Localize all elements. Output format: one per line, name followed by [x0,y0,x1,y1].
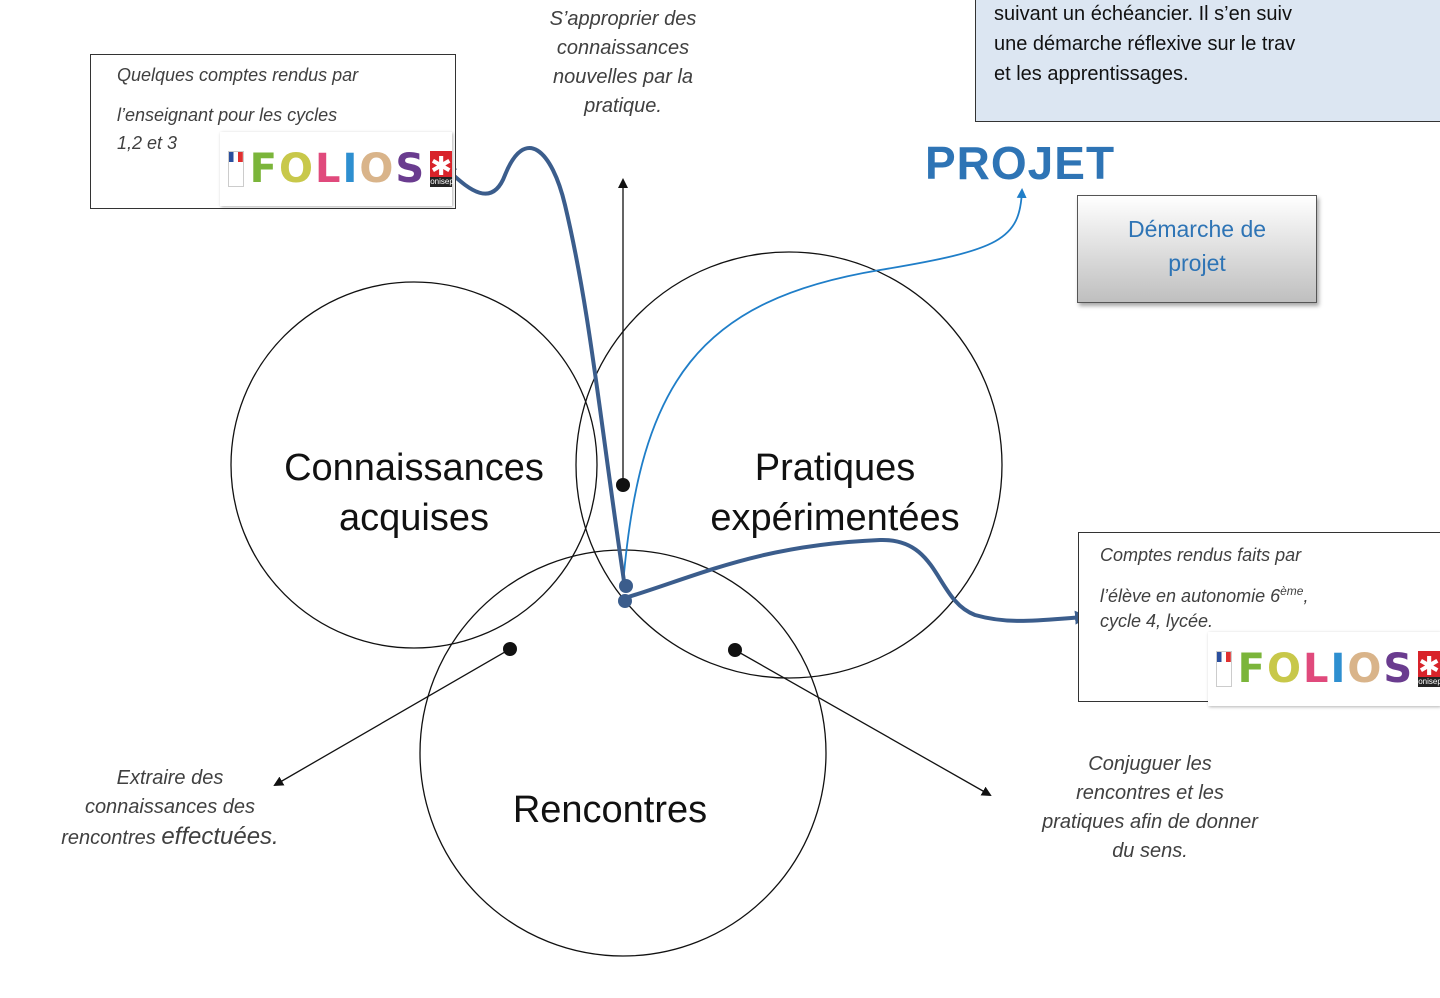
onisep-label: onisep [430,177,454,187]
objectif-line-3: et les apprentissages. [994,63,1189,85]
note-conjuguer-line-3: pratiques afin de donner [1042,811,1258,833]
note-conjuguer-line-2: rencontres et les [1076,782,1224,804]
label-pratiques: Pratiques expérimentées [680,443,990,543]
report-eleve-line-1: Comptes rendus faits par [1100,545,1302,565]
label-rencontres: Rencontres [480,785,740,835]
arrow-to-projet [622,188,1027,586]
note-extraire-line-1: Extraire des [116,767,224,789]
objectif-text-box: suivant un échéancier. Il s’en suiv une … [975,0,1440,122]
dot-extraire [503,642,517,656]
note-extraire-line-2: connaissances des [84,796,256,818]
report-eleve-line-2: l’élève en autonomie 6ème, [1100,577,1308,610]
onisep-icon: ✱onisep [430,151,454,187]
report-enseignant-line-1: Quelques comptes rendus par [117,65,359,85]
note-approprier: S’approprier des connaissances nouvelles… [500,5,746,121]
note-approprier-line-1: S’approprier des [549,8,697,30]
note-conjuguer: Conjuguer les rencontres et les pratique… [990,750,1310,866]
circle-rencontres [419,549,827,957]
demarche-projet-button[interactable]: Démarche de projet [1077,195,1317,303]
label-connaissances: Connaissances acquises [254,443,574,543]
label-connaissances-line-1: Connaissances [284,447,544,489]
center-dot-1 [619,579,633,593]
circle-connaissances [230,281,598,649]
label-pratiques-line-1: Pratiques [754,447,916,489]
note-conjuguer-line-1: Conjuguer les [1088,753,1212,775]
note-extraire-line-3a: rencontres [61,827,162,849]
objectif-line-1: suivant un échéancier. Il s’en suiv [994,3,1292,25]
folios-wordmark: FOLIOS [249,146,427,192]
demarche-line-1: Démarche de [1127,216,1267,242]
note-extraire-emphasis: effectuées. [161,823,279,850]
label-pratiques-line-2: expérimentées [710,497,960,539]
arrow-to-folios-eleve [624,537,1089,625]
triple-intersection [576,550,597,648]
center-dot-2 [618,594,632,608]
note-approprier-line-4: pratique. [584,95,662,117]
report-enseignant-line-2: l’enseignant pour les cycles [117,105,338,125]
objectif-line-2: une démarche réflexive sur le trav [994,33,1296,55]
note-approprier-line-3: nouvelles par la [552,66,694,88]
folios-logo-eleve: FOLIOS ✱onisep [1208,632,1440,706]
circle-pratiques [575,251,1003,679]
arrow-to-folios-enseignant [441,146,627,589]
republique-flag-icon [228,151,244,187]
note-extraire: Extraire des connaissances des rencontre… [0,764,340,853]
note-conjuguer-line-4: du sens. [1112,840,1188,862]
report-eleve-line-3: cycle 4, lycée. [1100,611,1214,631]
arrow-extraire [273,648,511,787]
report-enseignant-line-3: 1,2 et 3 [117,133,178,153]
report-eleve-sup: ème [1280,584,1304,598]
demarche-line-2: projet [1168,250,1226,276]
onisep-label: onisep [1418,677,1440,687]
folios-wordmark: FOLIOS [1237,646,1415,692]
dot-approprier [616,478,630,492]
arrow-conjuguer [734,649,992,796]
report-eleve-line-2a: l’élève en autonomie 6 [1100,586,1281,606]
note-extraire-line-3: rencontres effectuées. [0,822,340,853]
report-eleve-line-2b: , [1303,586,1309,606]
label-rencontres-line-1: Rencontres [512,789,708,831]
republique-flag-icon [1216,651,1232,687]
label-connaissances-line-2: acquises [339,497,489,539]
folios-logo-enseignant: FOLIOS ✱onisep [220,132,454,206]
dot-conjuguer [728,643,742,657]
onisep-icon: ✱onisep [1418,651,1440,687]
note-approprier-line-2: connaissances [556,37,690,59]
projet-title: PROJET [925,137,1116,189]
